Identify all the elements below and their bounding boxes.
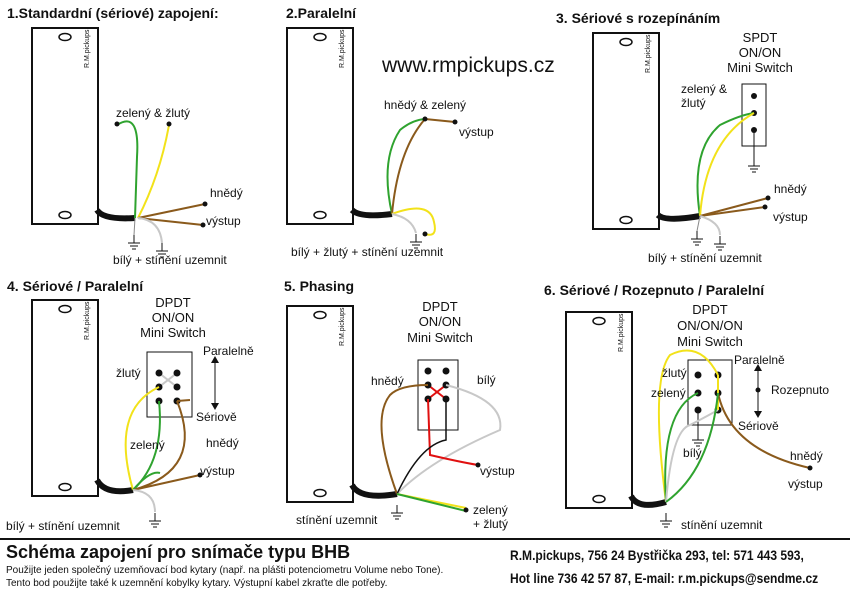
label-output: výstup: [200, 464, 235, 478]
diagram-2: [286, 27, 458, 249]
label-yellow: žlutý: [662, 366, 687, 380]
diagram-3-title: 3. Sériové s rozepínáním: [556, 10, 721, 26]
pickup-brand-label: R.M.pickups: [339, 29, 346, 68]
label-output: výstup: [206, 214, 241, 228]
label-green-yellow: zelený &: [681, 82, 728, 96]
switch-mode: ON/ON: [418, 314, 462, 329]
diagram-2-title: 2.Paralelní: [286, 5, 357, 21]
label-output: výstup: [480, 464, 515, 478]
diagram-6-title: 6. Sériové / Rozepnuto / Paralelní: [544, 282, 765, 298]
label-ground: stínění uzemnit: [681, 518, 763, 532]
footer-note: Tento bod použijte také k uzemnění kobyl…: [6, 578, 388, 589]
label-parallel: Paralelně: [203, 344, 254, 358]
diagram-1: [31, 27, 208, 258]
label-output: výstup: [788, 477, 823, 491]
switch-type: DPDT: [422, 299, 458, 314]
label-green-yellow: + žlutý: [473, 517, 509, 531]
switch-name: Mini Switch: [727, 60, 793, 75]
label-ground: bílý + žlutý + stínění uzemnit: [291, 245, 444, 259]
label-parallel: Paralelně: [734, 353, 785, 367]
switch-type: SPDT: [742, 30, 778, 45]
diagram-5: [286, 305, 502, 520]
label-brown: hnědý: [210, 186, 243, 200]
diagram-3: [592, 32, 771, 251]
label-green-yellow: zelený: [473, 503, 508, 517]
label-brown: hnědý: [206, 436, 239, 450]
switch-type: DPDT: [692, 302, 728, 317]
label-series: Sériově: [196, 410, 237, 424]
label-green: zelený: [130, 438, 165, 452]
footer-note: Použijte jeden společný uzemňovací bod k…: [6, 565, 444, 576]
pickup-brand-label: R.M.pickups: [84, 29, 91, 68]
label-green: zelený: [651, 386, 686, 400]
footer: Schéma zapojení pro snímače typu BHB Pou…: [0, 538, 850, 599]
contact-address: R.M.pickups, 756 24 Bystřička 293, tel: …: [510, 547, 804, 563]
label-series: Sériově: [738, 419, 779, 433]
label-brown: hnědý: [790, 449, 823, 463]
switch-mode: ON/ON: [151, 310, 195, 325]
diagram-5-title: 5. Phasing: [284, 278, 355, 294]
pickup-brand-label: R.M.pickups: [339, 307, 346, 346]
contact-hotline-email[interactable]: Hot line 736 42 57 87, E-mail: r.m.picku…: [510, 570, 819, 586]
label-ground: bílý + stínění uzemnit: [6, 519, 120, 533]
label-white: bílý: [683, 446, 702, 460]
label-green-yellow: žlutý: [681, 96, 706, 110]
label-brown: hnědý: [774, 182, 807, 196]
label-green-yellow: zelený & žlutý: [116, 106, 191, 120]
pickup-brand-label: R.M.pickups: [84, 301, 91, 340]
label-brown-green: hnědý & zelený: [384, 98, 467, 112]
diagram-1-title: 1.Standardní (sériové) zapojení:: [7, 5, 219, 21]
switch-type: DPDT: [155, 295, 191, 310]
label-open: Rozepnuto: [771, 383, 830, 397]
label-ground: bílý + stínění uzemnit: [648, 251, 762, 265]
switch-name: Mini Switch: [677, 334, 743, 349]
label-yellow: žlutý: [116, 366, 141, 380]
switch-name: Mini Switch: [407, 330, 473, 345]
label-white: bílý: [477, 373, 496, 387]
pickup-brand-label: R.M.pickups: [645, 34, 652, 73]
switch-mode: ON/ON/ON: [677, 318, 743, 333]
label-ground: bílý + stínění uzemnit: [113, 253, 227, 267]
switch-mode: ON/ON: [738, 45, 782, 60]
pickup-brand-label: R.M.pickups: [618, 313, 625, 352]
label-output: výstup: [773, 210, 808, 224]
label-ground: stínění uzemnit: [296, 513, 378, 527]
label-brown: hnědý: [371, 374, 404, 388]
switch-name: Mini Switch: [140, 325, 206, 340]
footer-heading: Schéma zapojení pro snímače typu BHB: [6, 542, 351, 562]
diagram-4-title: 4. Sériové / Paralelní: [7, 278, 144, 294]
website-url[interactable]: www.rmpickups.cz: [382, 54, 555, 77]
diagram-6: [565, 311, 813, 528]
label-output: výstup: [459, 125, 494, 139]
diagram-4: [31, 299, 219, 528]
